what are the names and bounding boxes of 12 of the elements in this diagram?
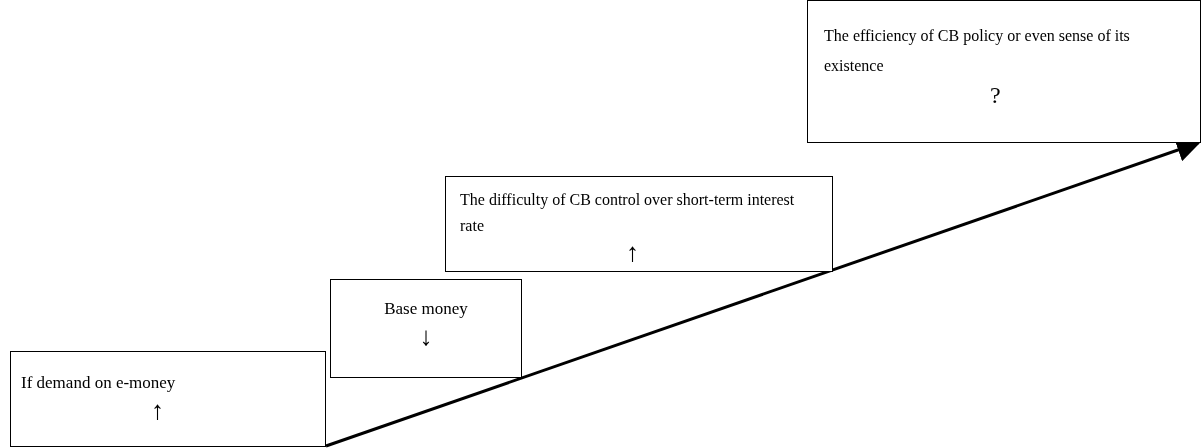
trend-symbol: ↑ <box>625 239 640 267</box>
trend-symbol: ↑ <box>150 395 165 426</box>
text-box <box>10 351 326 447</box>
box-text: The difficulty of CB control over short-term interest rate <box>459 190 796 236</box>
text-box <box>807 0 1201 143</box>
text-box <box>445 176 833 272</box>
box-text: If demand on e-money <box>20 372 177 394</box>
box-text: Base money <box>383 298 469 320</box>
box-text: The efficiency of CB policy or even sense of its existence <box>823 26 1131 76</box>
trend-symbol: ↓ <box>418 321 434 352</box>
trend-symbol: ? <box>989 81 1002 109</box>
text-box <box>330 279 522 378</box>
